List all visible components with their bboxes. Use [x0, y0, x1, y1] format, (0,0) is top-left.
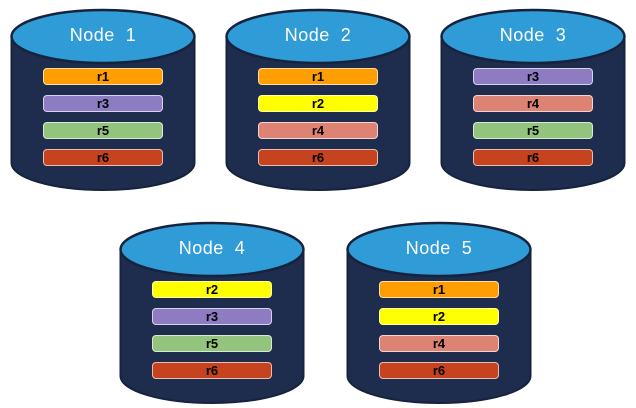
database-node: Node 4 r2 r3 r5 r6: [119, 218, 305, 408]
replica-bar: r4: [473, 95, 593, 112]
node-title: Node 1: [69, 25, 137, 45]
node-title: Node 5: [405, 238, 473, 258]
replica-label: r1: [432, 282, 446, 297]
replica-label: r2: [432, 309, 446, 324]
replica-label: r6: [432, 363, 446, 378]
replica-bar: r4: [258, 122, 378, 139]
replica-bar: r2: [379, 308, 499, 325]
replica-label: r4: [432, 336, 446, 351]
node-title: Node 3: [499, 25, 567, 45]
replica-bar: r6: [152, 362, 272, 379]
replica-label: r5: [205, 336, 219, 351]
database-node: Node 3 r3 r4 r5 r6: [440, 5, 626, 195]
replica-label: r3: [96, 96, 110, 111]
replica-label: r3: [205, 309, 219, 324]
replica-label: r6: [96, 150, 110, 165]
replica-bar: r3: [473, 68, 593, 85]
replica-label: r5: [96, 123, 110, 138]
replica-list: r1 r3 r5 r6: [10, 68, 196, 166]
replica-bar: r4: [379, 335, 499, 352]
replica-label: r6: [311, 150, 325, 165]
replica-label: r6: [526, 150, 540, 165]
replica-label: r3: [526, 69, 540, 84]
replica-label: r6: [205, 363, 219, 378]
replica-bar: r1: [379, 281, 499, 298]
replica-label: r2: [311, 96, 325, 111]
replica-bar: r5: [43, 122, 163, 139]
replica-label: r5: [526, 123, 540, 138]
replica-bar: r6: [43, 149, 163, 166]
database-node: Node 2 r1 r2 r4 r6: [225, 5, 411, 195]
replica-label: r1: [311, 69, 325, 84]
replica-list: r3 r4 r5 r6: [440, 68, 626, 166]
database-node: Node 1 r1 r3 r5 r6: [10, 5, 196, 195]
replica-label: r4: [526, 96, 540, 111]
replica-bar: r6: [379, 362, 499, 379]
replica-label: r2: [205, 282, 219, 297]
replica-list: r1 r2 r4 r6: [346, 281, 532, 379]
replica-bar: r3: [43, 95, 163, 112]
replica-bar: r5: [152, 335, 272, 352]
node-row-top: Node 1 r1 r3 r5 r6 Node 2 r1 r2 r4 r6 Node 3 r…: [10, 5, 626, 195]
node-title: Node 4: [178, 238, 246, 258]
replica-list: r2 r3 r5 r6: [119, 281, 305, 379]
replica-bar: r6: [473, 149, 593, 166]
node-row-bottom: Node 4 r2 r3 r5 r6 Node 5 r1 r2 r4 r6: [119, 218, 532, 408]
replica-bar: r2: [258, 95, 378, 112]
replica-bar: r5: [473, 122, 593, 139]
replica-bar: r3: [152, 308, 272, 325]
replica-bar: r1: [43, 68, 163, 85]
replica-bar: r2: [152, 281, 272, 298]
replica-label: r1: [96, 69, 110, 84]
replica-bar: r6: [258, 149, 378, 166]
replica-label: r4: [311, 123, 325, 138]
database-node: Node 5 r1 r2 r4 r6: [346, 218, 532, 408]
replica-bar: r1: [258, 68, 378, 85]
replica-list: r1 r2 r4 r6: [225, 68, 411, 166]
node-title: Node 2: [284, 25, 352, 45]
